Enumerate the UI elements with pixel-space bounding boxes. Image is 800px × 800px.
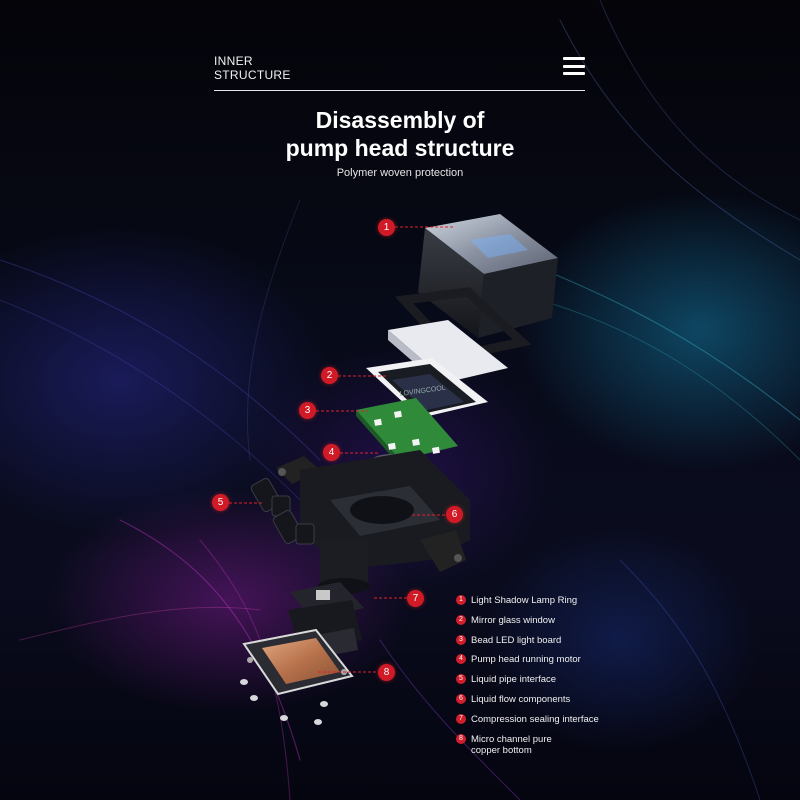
legend-number-badge: 5 — [456, 674, 466, 685]
legend-number-badge: 6 — [456, 693, 466, 704]
brand-line-1: INNER — [214, 54, 253, 68]
mounting-screws — [240, 679, 328, 725]
legend-label: Micro channel pure copper bottom — [471, 734, 552, 756]
legend-item: 8 Micro channel pure copper bottom — [456, 733, 656, 759]
legend-number-badge: 8 — [456, 733, 466, 744]
legend-item: 3 Bead LED light board — [456, 634, 656, 654]
legend-item: 2 Mirror glass window — [456, 614, 656, 634]
lamp-ring-cap — [418, 214, 558, 338]
legend-label: Bead LED light board — [471, 634, 562, 646]
legend-number-badge: 4 — [456, 654, 466, 665]
legend-label: Light Shadow Lamp Ring — [471, 595, 578, 606]
legend-item: 7 Compression sealing interface — [456, 713, 656, 733]
led-light-board — [356, 398, 458, 466]
page-subtitle: Polymer woven protection — [336, 167, 464, 179]
legend-number-badge: 3 — [456, 634, 466, 645]
legend-item: 6 Liquid flow components — [456, 693, 656, 713]
liquid-flow-body — [276, 450, 470, 572]
callout-leaders — [229, 226, 455, 673]
copper-cold-plate — [242, 628, 354, 696]
mirror-glass-window: LOVINGCOOL — [366, 358, 488, 418]
legend-label: Liquid flow components — [471, 693, 571, 705]
legend-number-badge: 1 — [456, 595, 466, 605]
legend-item: 4 Pump head running motor — [456, 653, 656, 673]
legend-item: 5 Liquid pipe interface — [456, 673, 656, 693]
page-title: Disassembly of pump head structure — [0, 106, 800, 162]
component-legend: 1 Light Shadow Lamp Ring 2 Mirror glass … — [456, 594, 656, 759]
liquid-pipe-fittings — [250, 477, 315, 545]
callout-5: 5 — [212, 494, 229, 511]
callout-8: 8 — [378, 664, 395, 681]
callout-1: 1 — [378, 219, 395, 236]
legend-number-badge: 7 — [456, 713, 466, 724]
top-bar: INNER STRUCTURE — [214, 54, 585, 91]
legend-label: Mirror glass window — [471, 614, 555, 626]
title-line-2: pump head structure — [285, 135, 515, 161]
legend-label: Compression sealing interface — [471, 713, 599, 725]
legend-number-badge: 2 — [456, 614, 466, 625]
brand-label: INNER STRUCTURE — [214, 54, 291, 82]
callout-6: 6 — [446, 506, 463, 523]
title-line-1: Disassembly of — [315, 107, 485, 133]
callout-4: 4 — [323, 444, 340, 461]
legend-label: Pump head running motor — [471, 654, 581, 666]
hamburger-menu-icon[interactable] — [563, 57, 585, 75]
legend-label-line-1: Micro channel pure — [471, 733, 552, 745]
callout-7: 7 — [407, 590, 424, 607]
legend-label-line-2: copper bottom — [471, 744, 532, 756]
diffuser-plate — [388, 320, 508, 382]
legend-label: Liquid pipe interface — [471, 674, 557, 686]
legend-item: 1 Light Shadow Lamp Ring — [456, 594, 656, 614]
callout-2: 2 — [321, 367, 338, 384]
brand-line-2: STRUCTURE — [214, 68, 291, 82]
callout-3: 3 — [299, 402, 316, 419]
